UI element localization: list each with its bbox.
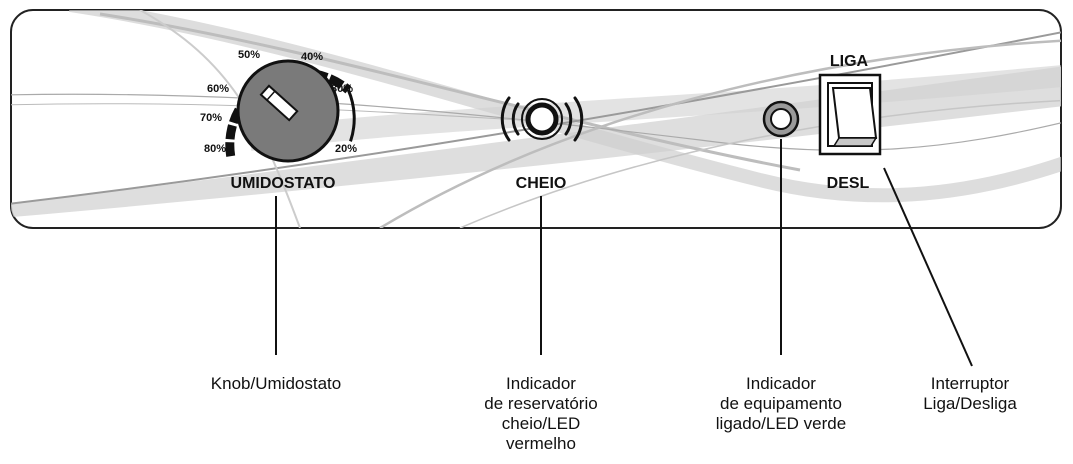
signal-waves-icon — [500, 96, 584, 142]
callout-switch-line-1: Interruptor — [930, 374, 1010, 393]
scale-label-20: 20% — [335, 143, 357, 155]
knob-pointer-icon — [259, 84, 299, 122]
humidistat-label: UMIDOSTATO — [231, 175, 336, 192]
callout-knob: Knob/Umidostato — [176, 374, 376, 394]
full-label: CHEIO — [516, 175, 567, 192]
callout-power-indicator: Indicador de equipamento ligado/LED verd… — [696, 374, 866, 434]
switch-on-label: LIGA — [830, 53, 869, 70]
tank-full-led — [521, 98, 563, 140]
scale-label-40: 40% — [301, 51, 323, 63]
callout-power-line-3: ligado/LED verde — [715, 414, 847, 433]
power-switch[interactable] — [818, 73, 882, 156]
leader-line-switch — [883, 167, 973, 367]
callout-full-indicator: Indicador de reservatório cheio/LED verm… — [456, 374, 626, 454]
callout-power-line-1: Indicador — [746, 374, 816, 393]
callout-full-line-2: de reservatório — [484, 394, 598, 413]
callout-full-line-3: cheio/LED — [501, 414, 581, 433]
scale-label-70: 70% — [200, 112, 222, 124]
callout-knob-line-1: Knob/Umidostato — [210, 374, 342, 393]
scale-label-30: 30% — [331, 83, 353, 95]
callout-full-line-4: vermelho — [506, 434, 576, 453]
switch-off-label: DESL — [827, 175, 870, 192]
scale-label-60: 60% — [207, 83, 229, 95]
callout-switch-line-2: Liga/Desliga — [923, 394, 1017, 413]
callout-full-line-1: Indicador — [506, 374, 576, 393]
callout-power-line-2: de equipamento — [720, 394, 842, 413]
scale-label-50: 50% — [238, 49, 260, 61]
humidistat-knob[interactable] — [236, 59, 340, 163]
callout-switch: Interruptor Liga/Desliga — [905, 374, 1035, 414]
power-led — [762, 100, 800, 138]
scale-label-80: 80% — [204, 143, 226, 155]
